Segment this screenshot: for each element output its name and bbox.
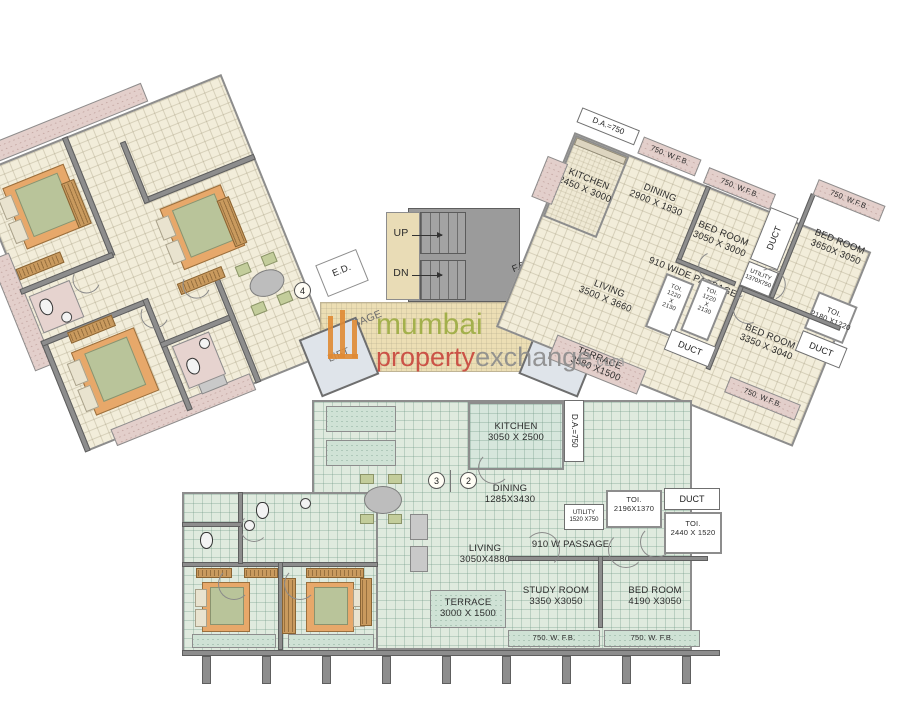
bottom-terrace-label: TERRACE 3000 X 1500: [426, 597, 510, 619]
room-label: KITCHEN: [494, 421, 538, 432]
bottom-dining-label: DINING 1285X3430: [460, 483, 560, 505]
bottom-utility-box: UTILITY 1520 X750: [564, 504, 604, 530]
bottom-terrace: [430, 590, 506, 628]
bottom-wardrobe-5: [360, 578, 372, 626]
pillow: [195, 589, 207, 607]
bottom-duct-1: DUCT: [664, 488, 720, 510]
stairs-up-label: UP: [393, 227, 409, 239]
bottom-bedroom-balcony-2: [288, 634, 374, 648]
marker-3: 3: [428, 472, 445, 489]
railing-column: [562, 656, 571, 684]
bottom-passage-label: 910 W PASSAGE.: [531, 539, 613, 550]
bottom-toilet-2-label: TOI. 2440 X 1520: [660, 519, 726, 537]
room-label: BED ROOM: [628, 585, 682, 596]
bottom-railing: [182, 650, 720, 656]
bottom-wardrobe-2: [244, 568, 278, 578]
room-dim: 3050 X 2500: [487, 431, 545, 443]
mattress: [314, 586, 348, 626]
door-swing: [524, 532, 560, 568]
door-swing: [608, 532, 644, 568]
room-dim: 3350 X3050: [529, 595, 583, 607]
basin-icon: [300, 498, 311, 509]
bottom-sofa-1: [410, 514, 428, 540]
bottom-wfb-1-label: 750. W. F.B.: [532, 633, 576, 642]
bottom-chair: [360, 514, 374, 524]
bottom-wall-v1: [598, 556, 603, 628]
bottom-toilet-1-label: TOI. 2196X1370: [602, 495, 666, 513]
room-label: LIVING: [468, 543, 502, 554]
room-label: STUDY ROOM: [522, 585, 590, 596]
railing-column: [622, 656, 631, 684]
staircase: [420, 212, 466, 254]
marker-4: 4: [294, 282, 311, 299]
railing-column: [502, 656, 511, 684]
railing-column: [202, 656, 211, 684]
railing-column: [262, 656, 271, 684]
railing-column: [442, 656, 451, 684]
stairs-down-arrow: [412, 271, 443, 279]
railing-column: [682, 656, 691, 684]
room-dim: 3050X4880: [459, 553, 511, 565]
door-swing: [240, 514, 268, 542]
pillow: [195, 609, 207, 627]
bottom-living-label: LIVING 3050X4880: [440, 543, 530, 565]
railing-column: [322, 656, 331, 684]
bottom-dry-area-box: D.A.=750: [564, 400, 584, 462]
room-dim: 1285X3430: [484, 493, 536, 505]
planter-2: [326, 440, 396, 466]
toilet-label: TOI.: [626, 495, 642, 504]
stairs-down-label: DN: [393, 267, 409, 279]
planter-1: [326, 406, 396, 432]
door-swing: [284, 568, 316, 600]
stair-landing: [386, 212, 420, 300]
bottom-wardrobe-3: [306, 568, 364, 578]
marker-divider: [450, 470, 451, 492]
staircase: [420, 260, 466, 300]
bottom-wfb-1: [508, 630, 600, 647]
bottom-wfb-2-label: 750. W. F.B.: [630, 633, 674, 642]
bottom-wall-h1: [508, 556, 708, 561]
utility-label: UTILITY: [572, 509, 596, 516]
bottom-dining-table: [364, 486, 402, 514]
bottom-study-label: STUDY ROOM 3350 X3050: [512, 585, 600, 607]
toilet-dim: 2196X1370: [613, 503, 655, 513]
bottom-chair: [388, 474, 402, 484]
room-dim: 4190 X3050: [628, 595, 682, 607]
stairs-up-arrow: [412, 231, 443, 239]
bottom-chair: [388, 514, 402, 524]
door-swing: [478, 452, 510, 484]
bottom-wall-h3: [182, 522, 242, 527]
bottom-toilet-2: [664, 512, 722, 554]
bottom-wfb-2: [604, 630, 700, 647]
bottom-kitchen-label: KITCHEN 3050 X 2500: [468, 421, 564, 443]
room-dim: 3000 X 1500: [439, 607, 497, 619]
bottom-kitchen: [468, 402, 564, 470]
toilet-dim: 2440 X 1520: [670, 527, 716, 537]
bottom-wing-unit: KITCHEN 3050 X 2500 D.A.=750 DINING 1285…: [178, 392, 722, 692]
bottom-sofa-2: [410, 546, 428, 572]
wc-icon: [200, 532, 213, 549]
door-swing: [218, 568, 250, 600]
utility-dim: 1520 X750: [569, 517, 599, 523]
railing-column: [382, 656, 391, 684]
room-label: DINING: [492, 483, 528, 494]
bottom-chair: [360, 474, 374, 484]
marker-2: 2: [460, 472, 477, 489]
door-swing: [640, 526, 672, 558]
room-label: TERRACE: [444, 597, 492, 608]
bottom-bedroom-balcony-1: [192, 634, 276, 648]
bottom-toilet-1: [606, 490, 662, 528]
bottom-bedroom-label: BED ROOM 4190 X3050: [608, 585, 702, 607]
toilet-label: TOI.: [685, 519, 701, 528]
